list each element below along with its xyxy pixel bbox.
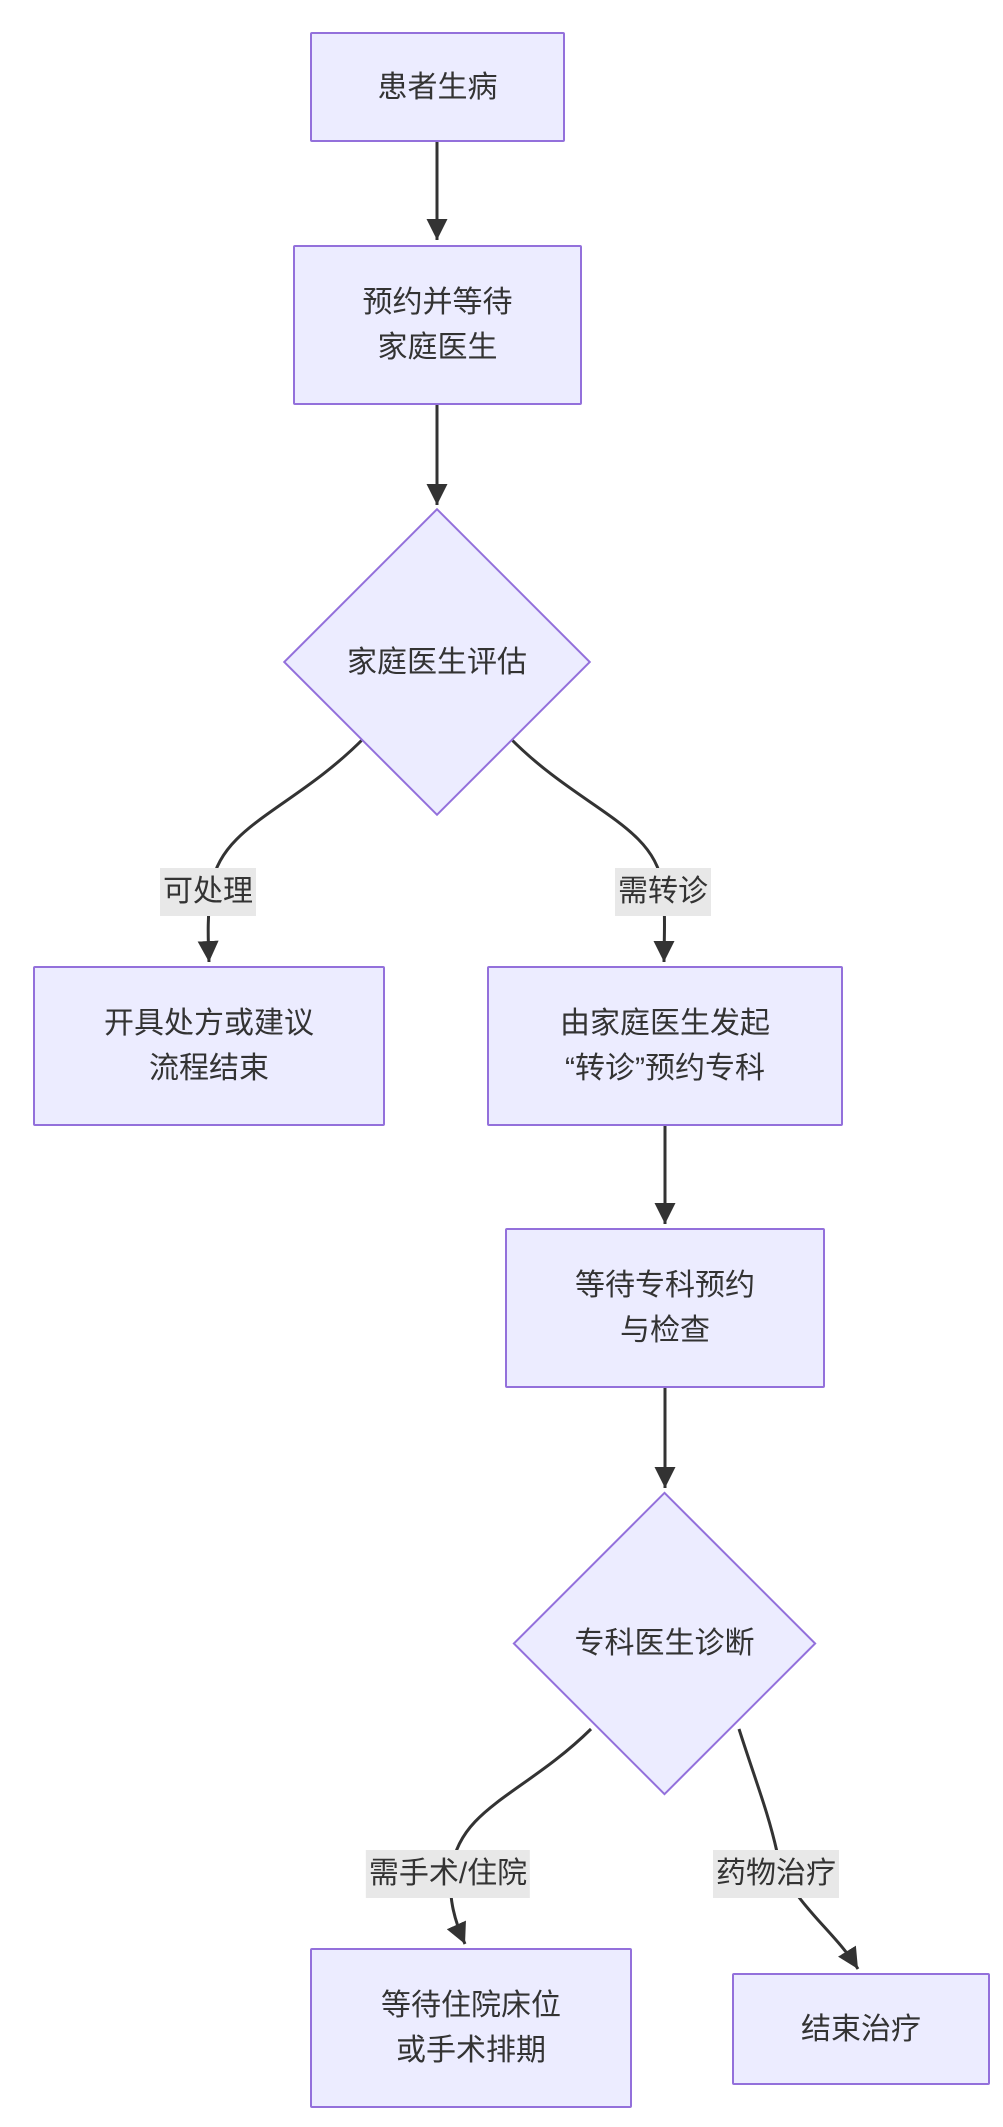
edge-label-needs-referral: 需转诊 (615, 868, 711, 916)
edge-label-can-handle: 可处理 (160, 868, 256, 916)
edge-diagnosis-to-end-treatment (737, 1728, 860, 1970)
node-end-treatment: 结束治疗 (732, 1973, 990, 2085)
edge-evaluation-to-referral (508, 736, 675, 963)
node-prescription-end: 开具处方或建议 流程结束 (33, 966, 385, 1126)
node-referral-specialist-label: 由家庭医生发起 “转诊”预约专科 (560, 1007, 770, 1085)
node-patient-sick-label: 患者生病 (377, 70, 498, 104)
edge-evaluation-to-prescription (197, 736, 366, 963)
node-prescription-end-label: 开具处方或建议 流程结束 (104, 1007, 314, 1085)
edge-diagnosis-to-hospital (446, 1727, 593, 1945)
node-book-family-doctor-label: 预约并等待 家庭医生 (362, 286, 513, 364)
edge-label-medication-treatment: 药物治疗 (713, 1850, 839, 1898)
decision-specialist-diagnosis: 专科医生诊断 (512, 1491, 817, 1796)
node-wait-hospital-bed-label: 等待住院床位 或手术排期 (381, 1989, 561, 2067)
decision-family-doctor-evaluation: 家庭医生评估 (282, 507, 592, 817)
node-book-family-doctor: 预约并等待 家庭医生 (293, 245, 582, 405)
node-referral-specialist: 由家庭医生发起 “转诊”预约专科 (487, 966, 843, 1126)
node-patient-sick: 患者生病 (310, 32, 565, 142)
node-wait-specialist-exam-label: 等待专科预约 与检查 (575, 1269, 755, 1347)
edge-label-needs-surgery-hospitalization: 需手术/住院 (365, 1850, 531, 1898)
decision-family-doctor-evaluation-label: 家庭医生评估 (347, 645, 527, 679)
decision-specialist-diagnosis-label: 专科医生诊断 (574, 1627, 755, 1660)
node-wait-hospital-bed: 等待住院床位 或手术排期 (310, 1948, 632, 2108)
node-end-treatment-label: 结束治疗 (801, 2012, 921, 2046)
node-wait-specialist-exam: 等待专科预约 与检查 (505, 1228, 825, 1388)
